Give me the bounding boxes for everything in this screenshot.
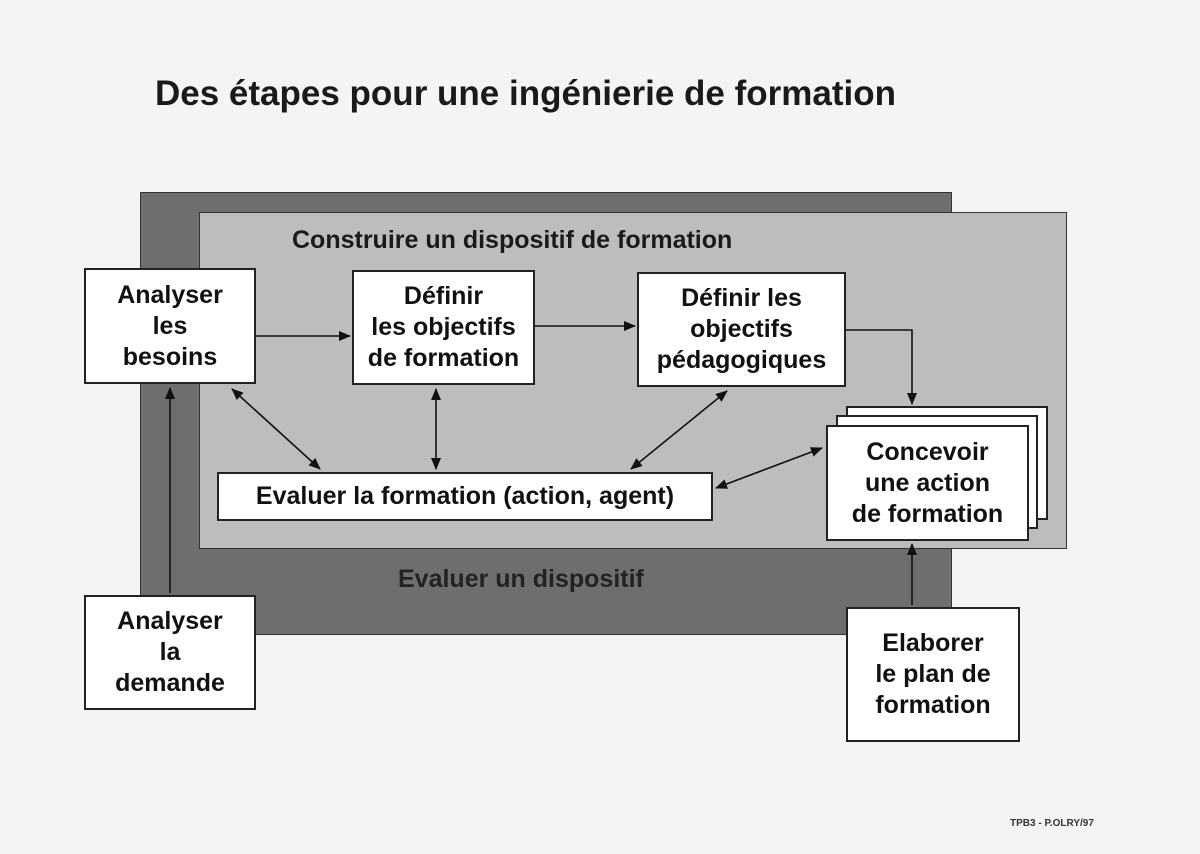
evaluer-formation-box: Evaluer la formation (action, agent)	[217, 472, 713, 521]
elaborer-plan-box: Elaborer le plan de formation	[846, 607, 1020, 742]
evaluer-dispositif-label: Evaluer un dispositif	[398, 565, 644, 593]
footer-reference: TPB3 - P.OLRY/97	[1010, 818, 1094, 829]
concevoir-action-box: Concevoir une action de formation	[826, 425, 1029, 541]
analyser-besoins-box: Analyser les besoins	[84, 268, 256, 384]
construire-dispositif-label: Construire un dispositif de formation	[292, 226, 733, 254]
analyser-demande-box: Analyser la demande	[84, 595, 256, 710]
definir-objectifs-formation-box: Définir les objectifs de formation	[352, 270, 535, 385]
definir-objectifs-pedagogiques-box: Définir les objectifs pédagogiques	[637, 272, 846, 387]
page-title: Des étapes pour une ingénierie de format…	[155, 74, 896, 113]
